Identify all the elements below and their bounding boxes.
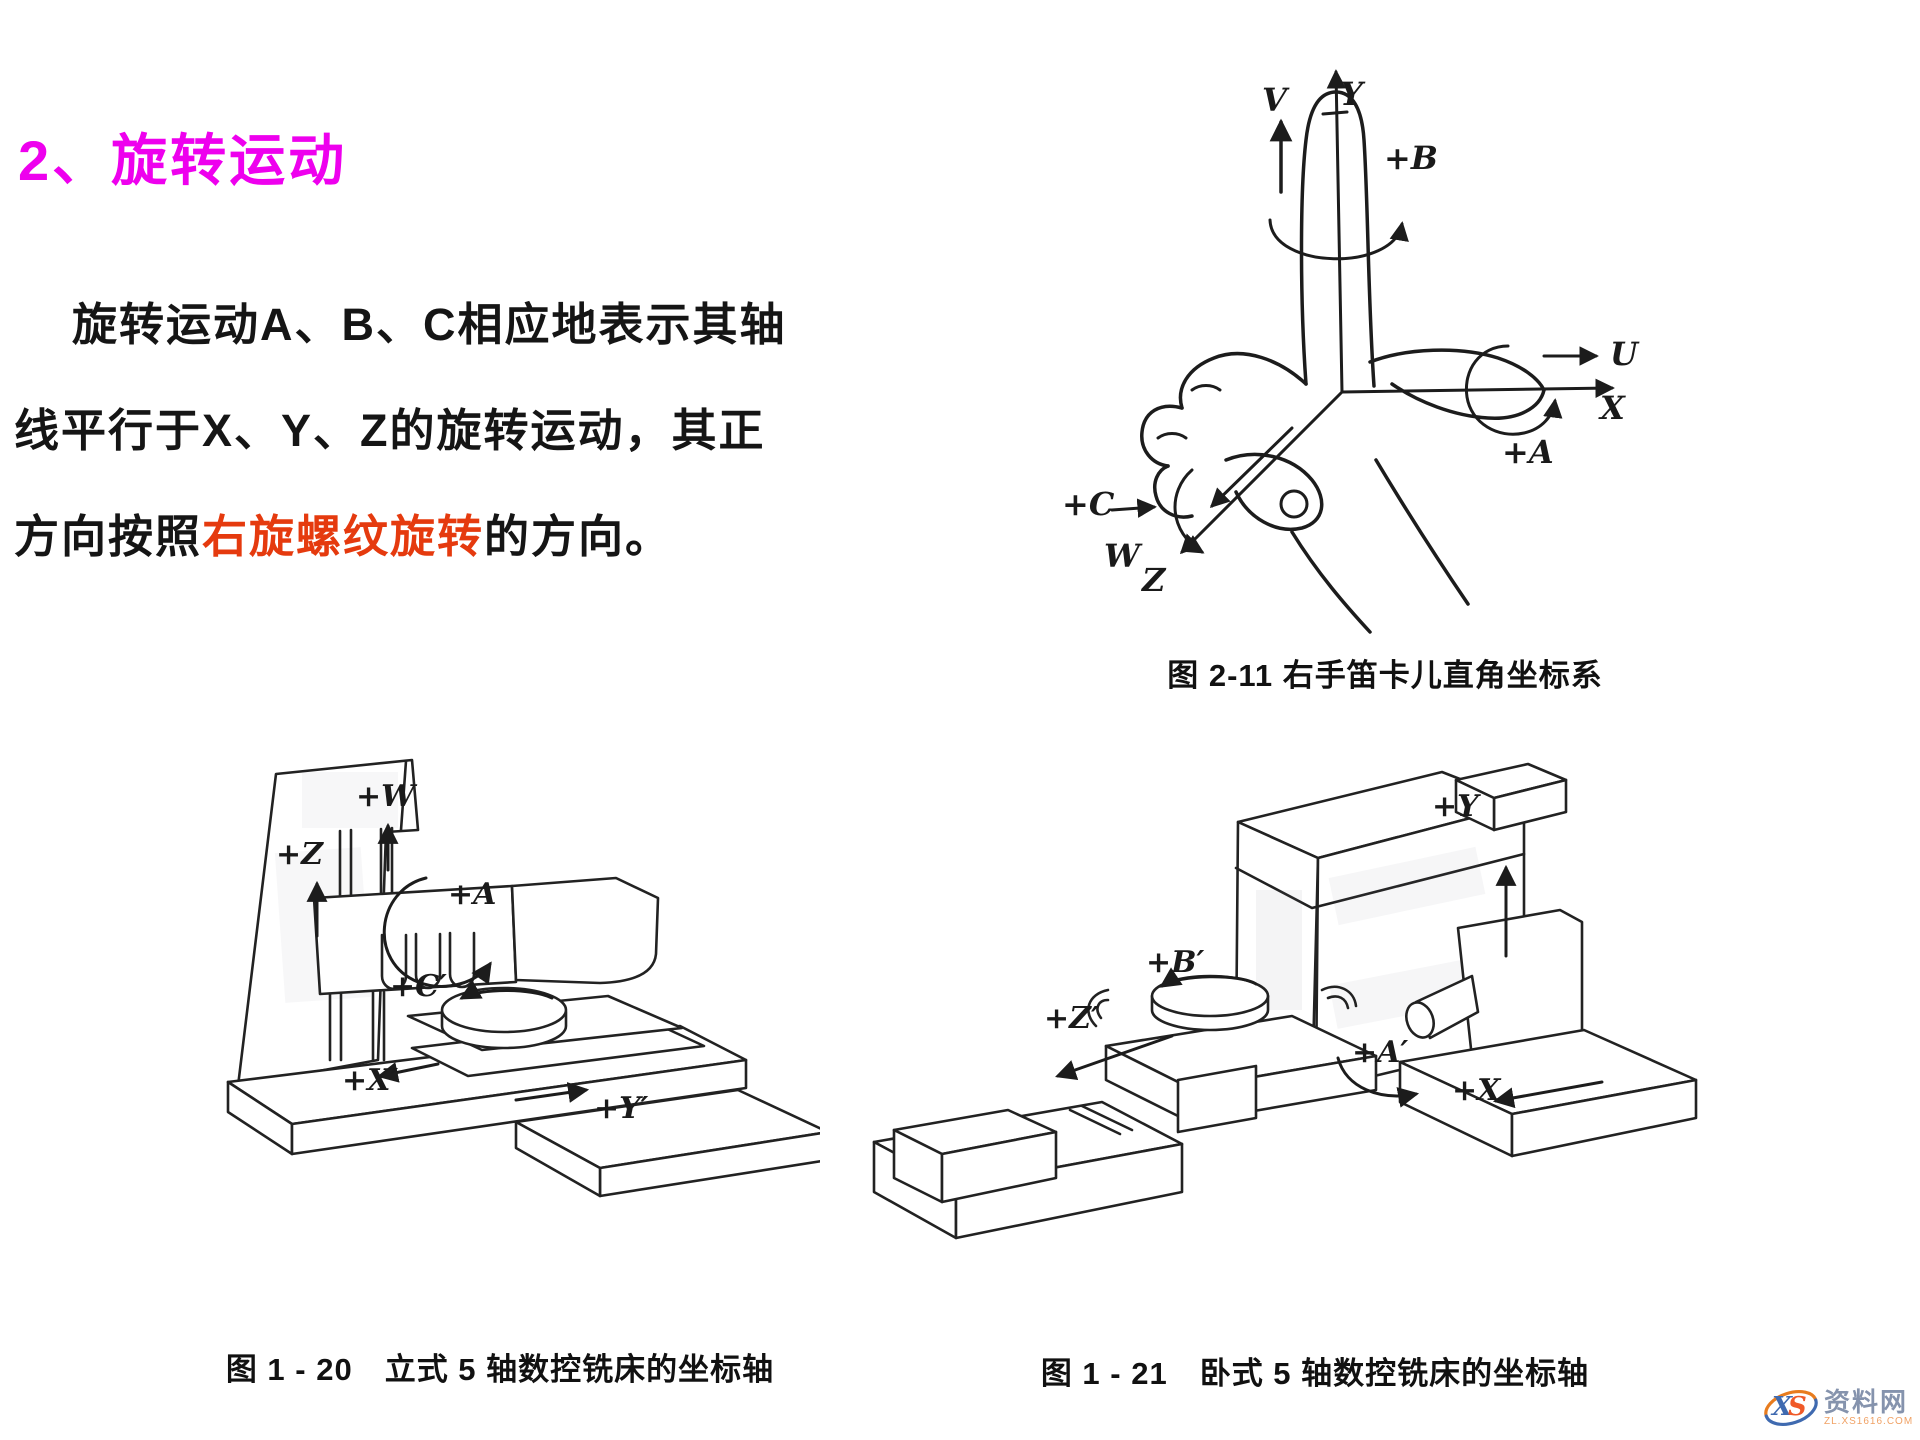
axis-label-z: Z (1142, 561, 1166, 599)
paragraph-line-3: 方向按照右旋螺纹旋转的方向。 (14, 500, 672, 565)
axis-label-w: W (1104, 537, 1140, 575)
watermark-logo: X S (1760, 1384, 1822, 1432)
horizontal-machine-drawing (872, 762, 1698, 1240)
figure-vertical-machine: +W +Z +A +C′ +X′ +Y′ (180, 730, 820, 1340)
page-title: 2、旋转运动 (18, 129, 348, 192)
machine-label-plus-x: +X (1452, 1073, 1501, 1108)
machine-label-plus-c-prime: +C′ (390, 969, 447, 1004)
paragraph-line-3-post: 的方向。 (484, 511, 673, 562)
machine-label-plus-y-prime: +Y′ (594, 1091, 649, 1126)
paragraph-line-2: 线平行于X、Y、Z的旋转运动，其正 (14, 405, 766, 456)
watermark-logo-s: S (1788, 1392, 1807, 1422)
highlight-text: 右旋螺纹旋转 (202, 511, 485, 562)
watermark-logo-x: X (1772, 1392, 1793, 1422)
machine-label-plus-y: +Y (1432, 789, 1479, 824)
vertical-machine-drawing (226, 758, 820, 1198)
machine-label-plus-w: +W (356, 779, 415, 814)
horizontal-machine-caption: 图 1 - 21 卧式 5 轴数控铣床的坐标轴 (1040, 1356, 1590, 1391)
figure-horizontal-machine: +Y +B′ +Z′ +A′ +X (860, 750, 1740, 1310)
watermark: X S 资料网 ZL.XS1616.COM (1760, 1384, 1913, 1432)
hand-coordinate-drawing (1110, 69, 1615, 634)
paragraph-line-1: 旋转运动A、B、C相应地表示其轴 (72, 299, 787, 350)
axis-label-plus-a: +A (1502, 433, 1554, 471)
watermark-oval-icon (1764, 1390, 1818, 1426)
axis-label-plus-c: +C (1062, 485, 1115, 523)
paragraph-line-3-pre: 方向按照 (14, 511, 203, 562)
vertical-machine-caption: 图 1 - 20 立式 5 轴数控铣床的坐标轴 (225, 1352, 775, 1387)
axis-label-plus-b: +B (1384, 139, 1438, 177)
axis-label-u: U (1610, 335, 1638, 373)
axis-label-x: X (1600, 389, 1625, 427)
watermark-site-url: ZL.XS1616.COM (1824, 1416, 1914, 1427)
hand-figure-caption: 图 2-11 右手笛卡儿直角坐标系 (1167, 658, 1603, 693)
machine-label-plus-a: +A (448, 877, 497, 912)
figure-right-hand-coordinate-system: V Y +B U X +A +C W Z (1040, 40, 1660, 640)
machine-label-plus-a-prime: +A′ (1352, 1035, 1409, 1070)
machine-label-plus-z-prime: +Z′ (1044, 1001, 1099, 1036)
machine-label-plus-b-prime: +B′ (1146, 945, 1205, 980)
machine-label-plus-z: +Z (276, 837, 324, 872)
axis-label-v: V (1262, 81, 1287, 119)
machine-label-plus-x-prime: +X′ (342, 1063, 399, 1098)
watermark-site-name: 资料网 (1824, 1387, 1909, 1417)
axis-label-y: Y (1340, 75, 1363, 113)
